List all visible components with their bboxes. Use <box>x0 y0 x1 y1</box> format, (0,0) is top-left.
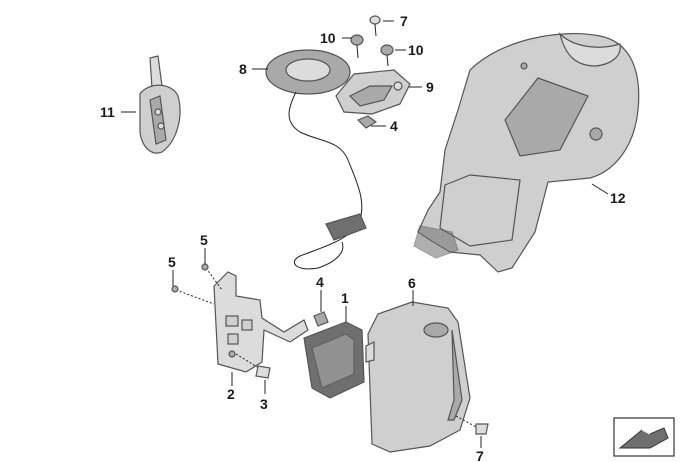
part-6-cover <box>365 301 471 453</box>
label-5-upper: 5 <box>200 232 208 248</box>
label-2: 2 <box>227 386 235 402</box>
part-12-cover <box>413 32 640 273</box>
part-7-screw-top <box>369 15 381 37</box>
label-10-right: 10 <box>408 42 424 58</box>
part-1-control-unit <box>303 321 365 399</box>
part-8-ring-antenna <box>265 49 367 270</box>
leader-lines <box>121 20 609 448</box>
label-4-top: 4 <box>390 118 398 134</box>
label-7-top: 7 <box>400 13 408 29</box>
label-11: 11 <box>100 104 115 120</box>
label-6: 6 <box>408 275 416 291</box>
part-3-screw <box>235 353 271 379</box>
part-10-screw-right <box>380 44 394 67</box>
part-7-screw-bottom <box>455 415 489 435</box>
part-4-nut-top <box>356 115 378 129</box>
part-2-bracket <box>213 271 309 373</box>
part-4-nut-bracket <box>313 311 329 327</box>
label-4-bracket: 4 <box>316 274 324 290</box>
label-7-bottom: 7 <box>476 448 484 462</box>
part-10-screw-left <box>350 34 364 59</box>
label-9: 9 <box>426 79 434 95</box>
direction-arrow-icon <box>613 417 675 457</box>
part-11-key <box>139 55 181 154</box>
label-10-left: 10 <box>320 30 336 46</box>
part-9-lock-housing <box>335 69 411 115</box>
label-3: 3 <box>260 396 268 412</box>
label-5-lower: 5 <box>168 254 176 270</box>
part-5-screws <box>171 263 223 305</box>
label-12: 12 <box>610 190 626 206</box>
label-8: 8 <box>239 61 247 77</box>
label-1: 1 <box>341 290 349 306</box>
